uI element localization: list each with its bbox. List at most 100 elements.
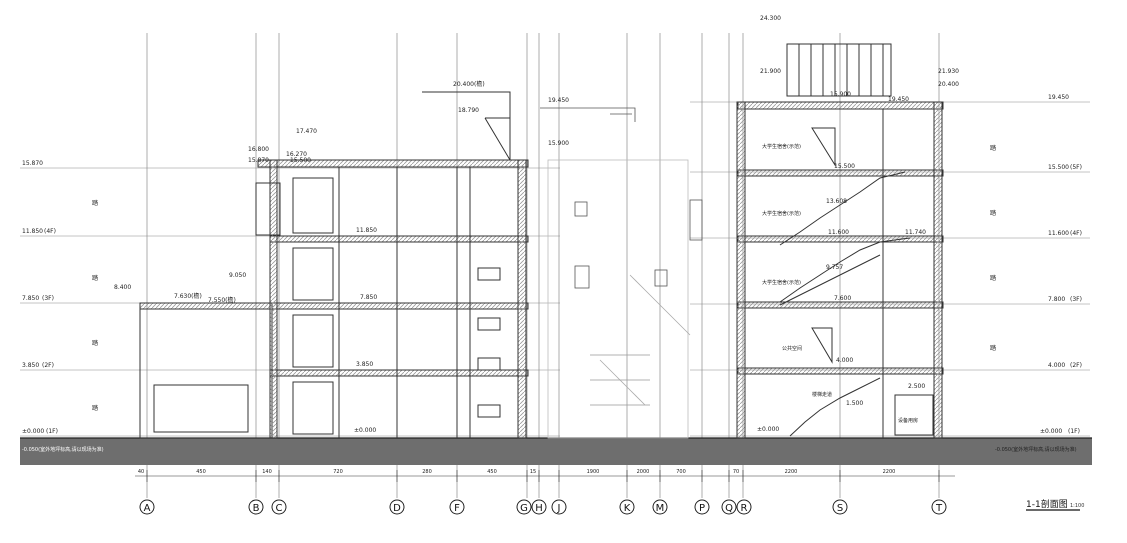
mark-0: 踏 xyxy=(92,199,98,207)
ground-slab xyxy=(20,438,1092,465)
axis-g: G xyxy=(520,503,528,514)
drawing-title: 1-1剖面图 xyxy=(1026,498,1068,510)
level-left-4-note: (1F) xyxy=(46,428,58,435)
axis-t: T xyxy=(935,503,943,514)
axis-p: P xyxy=(699,503,705,514)
elev-7: 18.790 xyxy=(458,107,479,114)
axis-f: F xyxy=(454,503,460,514)
level-left-2: 7.850 xyxy=(22,295,39,302)
elev-26: 11.740 xyxy=(905,229,926,236)
axis-j: J xyxy=(557,503,561,514)
level-right-3-note: (3F) xyxy=(1070,296,1082,303)
mark-6: 踏 xyxy=(990,274,996,282)
elev-20: 7.850 xyxy=(360,294,377,301)
room-label-4: 楼梯走道 xyxy=(812,391,832,398)
axis-b: B xyxy=(253,503,260,514)
level-right-3: 7.800 xyxy=(1048,296,1065,303)
axis-s: S xyxy=(837,503,843,514)
vertical-marks: 踏 踏 踏 踏 踏 踏 踏 踏 xyxy=(92,144,996,412)
room-label-2: 大学生宿舍(示范) xyxy=(762,279,801,286)
elev-15: 11.850 xyxy=(356,227,377,234)
level-right-0: 19.450 xyxy=(1048,94,1069,101)
elev-32: ±0.000 xyxy=(757,426,779,433)
axis-h: H xyxy=(535,503,543,514)
elev-18: 7.630(檐) xyxy=(174,292,202,300)
dim-1: 450 xyxy=(196,469,206,475)
level-left-3: 3.850 xyxy=(22,362,39,369)
elev-19: 7.550(檐) xyxy=(208,296,236,304)
elev-5: 19.450 xyxy=(888,96,909,103)
elev-8: 19.450 xyxy=(548,97,569,104)
dim-3: 720 xyxy=(333,469,343,475)
elev-30: 2.500 xyxy=(908,383,925,390)
level-left-4: ±0.000 xyxy=(22,428,44,435)
axis-r: R xyxy=(741,503,748,514)
axis-c: C xyxy=(276,503,283,514)
elev-3: 20.400 xyxy=(938,81,959,88)
level-left-0: 15.870 xyxy=(22,160,43,167)
room-label-3: 公共空间 xyxy=(782,345,802,352)
room-labels: 大学生宿舍(示范) 大学生宿舍(示范) 大学生宿舍(示范) 公共空间 楼梯走道 … xyxy=(762,143,918,424)
mark-5: 踏 xyxy=(990,209,996,217)
elev-24: 13.608 xyxy=(826,198,847,205)
dim-2: 140 xyxy=(262,469,272,475)
level-left-2-note: (3F) xyxy=(42,295,54,302)
elev-9: 15.900 xyxy=(548,140,569,147)
elev-13: 15.870 xyxy=(248,157,269,164)
dim-9: 700 xyxy=(676,469,686,475)
atrium-core xyxy=(540,107,703,439)
mark-4: 踏 xyxy=(990,144,996,152)
left-level-markers: 15.870 11.850 (4F) 7.850 (3F) 3.850 (2F)… xyxy=(22,160,58,435)
elev-29: 4.000 xyxy=(836,357,853,364)
level-lines xyxy=(20,101,1090,437)
room-label-0: 大学生宿舍(示范) xyxy=(762,143,801,150)
dim-0: 40 xyxy=(138,469,144,475)
ground-note-right: -0.050(室外地坪标高,请以现场为准) xyxy=(995,446,1077,453)
elev-23: 15.500 xyxy=(834,163,855,170)
elev-17: 9.050 xyxy=(229,272,246,279)
room-label-1: 大学生宿舍(示范) xyxy=(762,210,801,217)
left-building xyxy=(139,91,529,439)
drawing-scale: 1:100 xyxy=(1070,503,1084,509)
elev-2: 21.930 xyxy=(938,68,959,75)
dim-11: 2200 xyxy=(785,469,798,475)
ground-note-left: -0.050(室外地坪标高,请以现场为准) xyxy=(22,446,104,453)
dim-5: 450 xyxy=(487,469,497,475)
dim-8: 2000 xyxy=(637,469,650,475)
level-right-1: 15.500 xyxy=(1048,164,1069,171)
room-label-5: 设备用房 xyxy=(898,417,918,424)
mark-7: 踏 xyxy=(990,344,996,352)
level-left-3-note: (2F) xyxy=(42,362,54,369)
level-right-1-note: (5F) xyxy=(1070,164,1082,171)
dim-12: 2200 xyxy=(883,469,896,475)
axis-q: Q xyxy=(725,503,733,514)
elev-27: 9.757 xyxy=(826,264,843,271)
axis-a: A xyxy=(144,503,151,514)
dimension-values: 40 450 140 720 280 450 15 1900 2000 700 … xyxy=(138,469,896,475)
elev-28: 7.600 xyxy=(834,295,851,302)
dim-7: 1900 xyxy=(587,469,600,475)
level-right-4: 4.000 xyxy=(1048,362,1065,369)
dimension-line xyxy=(135,470,955,482)
elev-22: ±0.000 xyxy=(354,427,376,434)
dim-4: 280 xyxy=(422,469,432,475)
right-level-markers: 19.450 15.500 (5F) 11.600 (4F) 7.800 (3F… xyxy=(1040,94,1082,435)
dim-6: 15 xyxy=(530,469,536,475)
level-right-5: ±0.000 xyxy=(1040,428,1062,435)
elev-31: 1.500 xyxy=(846,400,863,407)
level-left-1-note: (4F) xyxy=(44,228,56,235)
elev-25: 11.600 xyxy=(828,229,849,236)
elev-16: 8.400 xyxy=(114,284,131,291)
elev-14: 15.500 xyxy=(290,157,311,164)
elev-1: 21.900 xyxy=(760,68,781,75)
axis-bubbles: A B C D F G H J K M P Q R S T xyxy=(139,499,947,515)
dim-10: 70 xyxy=(733,469,739,475)
mark-3: 踏 xyxy=(92,404,98,412)
elev-4: 15.900 xyxy=(830,91,851,98)
level-right-5-note: (1F) xyxy=(1068,428,1080,435)
mark-2: 踏 xyxy=(92,339,98,347)
axis-m: M xyxy=(656,503,665,514)
elev-0: 24.300 xyxy=(760,15,781,22)
elev-12: 16.270 xyxy=(286,151,307,158)
